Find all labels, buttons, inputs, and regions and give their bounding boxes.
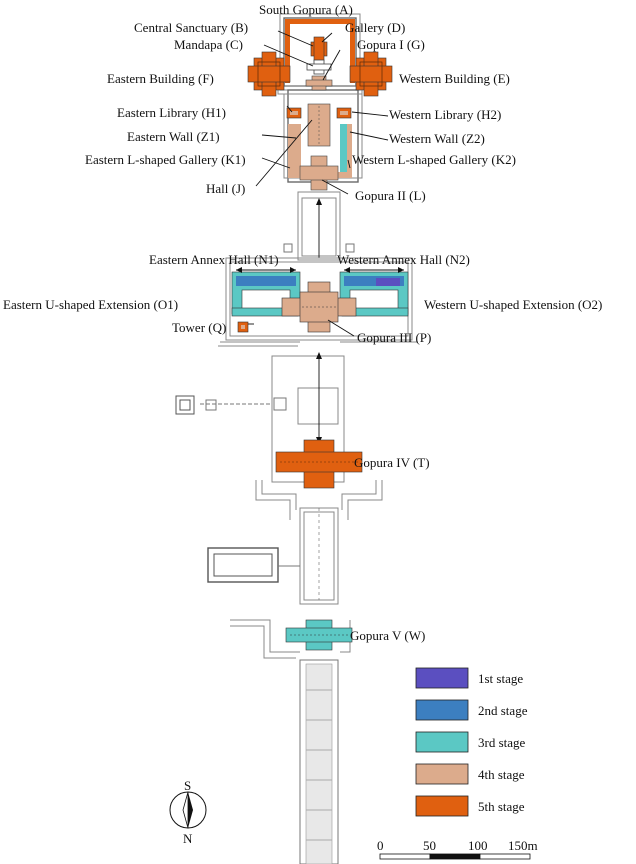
label-eastern-library-H1: Eastern Library (H1) [117,105,226,120]
causeway [299,659,339,864]
gopura-IV-T [275,439,363,489]
hall-J [307,103,331,147]
label-hall-J: Hall (J) [206,181,245,196]
corridor-upper [283,191,355,261]
label-central-sanctuary-B: Central Sanctuary (B) [134,20,248,35]
label-western-building-E: Western Building (E) [399,71,510,86]
gopura-I-G [305,75,333,91]
label-western-annex-N2: Western Annex Hall (N2) [337,252,470,267]
label-eastern-building-F: Eastern Building (F) [107,71,214,86]
legend-swatch-3 [415,731,469,753]
label-gopura-III-P: Gopura III (P) [357,330,431,345]
scale-tick-0: 0 [377,838,384,853]
gopura-III-P [281,281,357,333]
leader-lines [248,30,389,337]
label-gopura-V-W: Gopura V (W) [350,628,425,643]
compass-s-label: S [184,778,191,793]
outer-walls [255,480,383,520]
central-sanctuary-B [310,36,328,62]
label-western-wall-Z2: Western Wall (Z2) [389,131,485,146]
gopura-V-W [285,619,353,651]
legend-label-2: 2nd stage [478,703,528,718]
legend-label-4: 4th stage [478,767,525,782]
label-mandapa-C: Mandapa (C) [174,37,243,52]
north-arrow-icon: S N [169,778,207,846]
legend-swatch-4 [415,763,469,785]
label-tower-Q: Tower (Q) [172,320,226,335]
western-wall-Z2 [340,124,347,172]
label-eastern-u-extension-O1: Eastern U-shaped Extension (O1) [3,297,178,312]
label-eastern-annex-N1: Eastern Annex Hall (N1) [149,252,279,267]
scale-tick-150m: 150m [508,838,538,853]
legend-swatch-2 [415,699,469,721]
legend-swatch-1 [415,667,469,689]
mandapa-C [306,59,332,75]
label-gopura-I-G: Gopura I (G) [357,37,425,52]
legend: 1st stage 2nd stage 3rd stage 4th stage … [415,667,528,817]
label-south-gopura-A: South Gopura (A) [259,2,353,17]
label-eastern-wall-Z1: Eastern Wall (Z1) [127,129,220,144]
tower-Q [237,321,249,333]
western-library-H2 [336,107,352,119]
label-gopura-IV-T: Gopura IV (T) [354,455,430,470]
label-western-l-gallery-K2: Western L-shaped Gallery (K2) [352,152,516,167]
legend-label-3: 3rd stage [478,735,526,750]
label-western-u-extension-O2: Western U-shaped Extension (O2) [424,297,602,312]
label-gallery-D: Gallery (D) [345,20,405,35]
compass-n-label: N [183,831,193,846]
scale-bar: 0 50 100 150m [377,838,538,860]
eastern-wall-Z1 [294,124,301,172]
south-gopura-A [285,19,355,83]
legend-label-1: 1st stage [478,671,523,686]
legend-label-5: 5th stage [478,799,525,814]
gopura-II-L [299,155,339,191]
eastern-library-H1 [286,107,302,119]
label-gopura-II-L: Gopura II (L) [355,188,426,203]
corridor-lower [207,507,339,605]
western-building-E [349,51,393,97]
label-western-library-H2: Western Library (H2) [389,107,501,122]
label-eastern-l-gallery-K1: Eastern L-shaped Gallery (K1) [85,152,246,167]
scale-tick-50: 50 [423,838,436,853]
eastern-building-F [247,51,291,97]
scale-tick-100: 100 [468,838,488,853]
legend-swatch-5 [415,795,469,817]
eastern-annex-N1 [231,267,301,315]
